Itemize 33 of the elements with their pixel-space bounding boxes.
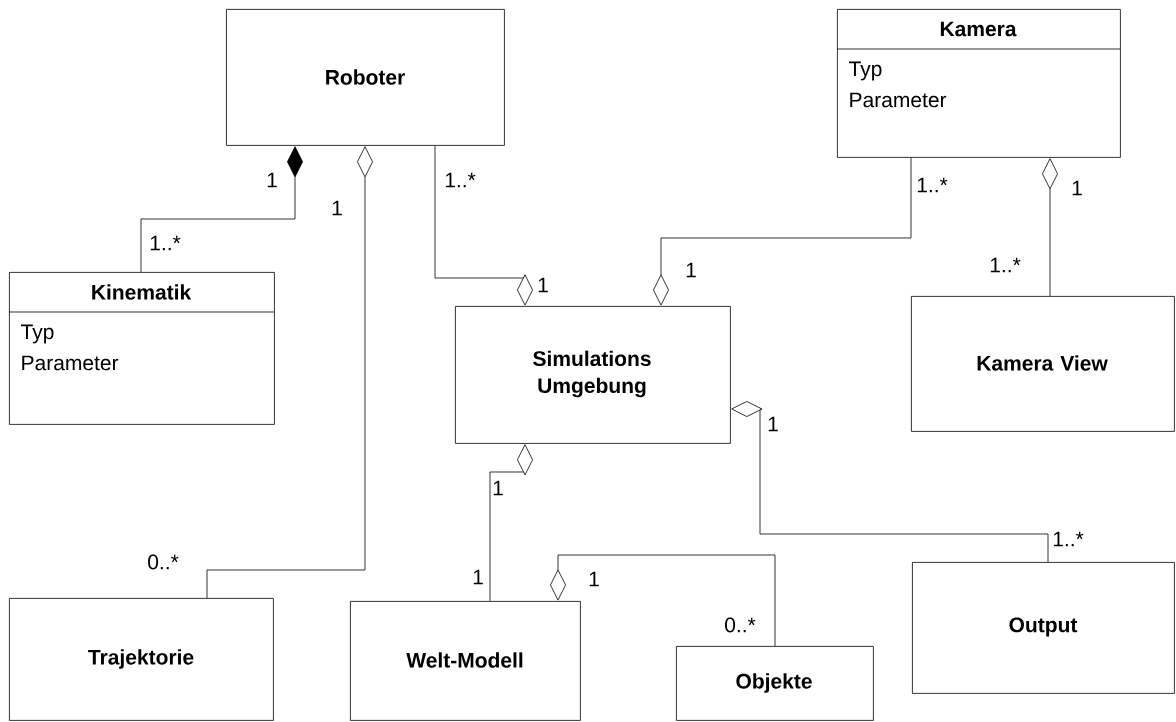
- aggregation-line: [653, 157, 912, 306]
- class-box: Trajektorie: [9, 598, 274, 721]
- class-box: Kamera Typ Parameter: [836, 9, 1121, 158]
- aggregation-line: [206, 146, 373, 599]
- multiplicity-label: 1: [267, 172, 277, 188]
- multiplicity-label: 1: [332, 200, 342, 216]
- aggregation-line: [140, 146, 303, 273]
- multiplicity-label: 1: [768, 416, 778, 432]
- aggregation-line: [731, 401, 1049, 563]
- multiplicity-label: 0..*: [148, 554, 179, 570]
- multiplicity-label: 1: [538, 277, 548, 293]
- multiplicity-label: 0..*: [725, 617, 756, 633]
- multiplicity-label: 1: [589, 571, 599, 587]
- class-box: Kamera View: [911, 296, 1175, 432]
- class-box: Output: [912, 562, 1175, 694]
- class-box: Kinematik Typ Parameter: [8, 272, 275, 425]
- multiplicity-label: 1: [1072, 180, 1082, 196]
- multiplicity-label: 1: [686, 262, 696, 278]
- aggregation-line: [489, 444, 533, 602]
- multiplicity-label: 1..*: [990, 257, 1021, 273]
- class-box: Roboter: [226, 9, 505, 146]
- multiplicity-label: 1..*: [445, 172, 476, 188]
- multiplicity-label: 1: [473, 569, 483, 585]
- class-box: Simulations Umgebung: [455, 306, 731, 444]
- multiplicity-label: 1: [493, 480, 503, 496]
- multiplicity-label: 1..*: [1053, 531, 1084, 547]
- multiplicity-label: 1..*: [917, 177, 948, 193]
- aggregation-line: [1042, 158, 1058, 297]
- multiplicity-label: 1..*: [150, 235, 181, 251]
- aggregation-line: [550, 554, 776, 647]
- aggregation-line: [434, 145, 533, 306]
- class-box: Objekte: [676, 646, 874, 721]
- class-box: Welt-Modell: [350, 601, 581, 721]
